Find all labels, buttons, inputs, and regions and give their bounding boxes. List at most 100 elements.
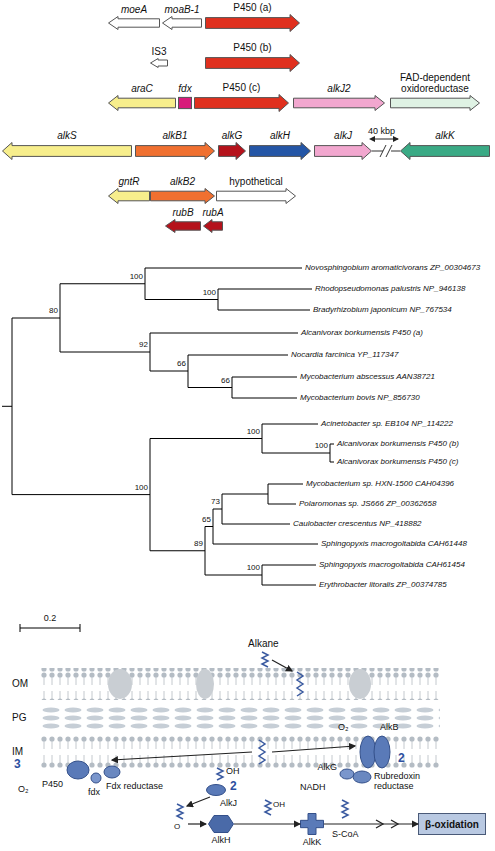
- callout-number: 2: [230, 780, 237, 794]
- gene-label: gntR: [118, 176, 139, 187]
- text-label: O: [174, 822, 180, 831]
- gene-arrow: [109, 96, 176, 111]
- gene-arrow: alkJ: [314, 142, 372, 160]
- gene-arrow: FAD-dependent oxidoreductase: [390, 95, 480, 111]
- text-label: 40 kbp: [368, 126, 395, 136]
- gene-arrow: [166, 220, 201, 233]
- bootstrap-value: 100: [247, 427, 260, 436]
- taxon-label: Alcanivorax borkumensis P450 (a): [301, 328, 423, 337]
- text-label: P450: [42, 779, 63, 789]
- node-outline: [194, 94, 289, 112]
- bootstrap-value: 92: [139, 340, 148, 349]
- taxon-label: Mycobacterium bovis NP_856730: [300, 393, 420, 402]
- gene-arrow: gntR: [108, 188, 150, 204]
- gene-arrow: [217, 189, 296, 204]
- gene-label: araC: [131, 83, 153, 94]
- gene-arrow: araC: [108, 95, 176, 111]
- gene-arrow: [294, 96, 385, 111]
- gene-label: alkH: [270, 130, 290, 141]
- taxon-label: Mycobacterium sp. HXN-1500 CAH04396: [306, 479, 454, 488]
- node-outline: [150, 58, 168, 68]
- gene-arrow: alkK: [400, 142, 490, 160]
- taxon-label: Bradyrhizobium japonicum NP_767534: [313, 305, 452, 314]
- gene-arrow: [163, 17, 202, 30]
- gene-arrow: alkH: [249, 142, 311, 160]
- text-label: IM: [12, 746, 23, 758]
- gene-arrow: [206, 55, 300, 72]
- text-label: OH: [226, 766, 240, 776]
- gene-arrow: alkG: [218, 142, 246, 160]
- enzyme-cross: [301, 814, 324, 835]
- node-outline: [150, 188, 215, 204]
- gene-label: alkJ2: [327, 83, 350, 94]
- gene-arrow: [391, 96, 480, 111]
- node-outline: [108, 188, 150, 204]
- gene-arrow: [136, 143, 215, 160]
- bootstrap-value: 65: [202, 515, 211, 524]
- node-outline: [293, 95, 385, 111]
- gene-arrow: P450 (c): [194, 94, 289, 112]
- node-outline: [208, 815, 234, 833]
- gene-arrow: fdx: [178, 95, 192, 111]
- node-outline: [135, 142, 215, 160]
- gene-arrow: [250, 143, 311, 160]
- gene-arrow: alkJ2: [293, 95, 385, 111]
- text-label: fdx: [88, 787, 100, 797]
- text-label: O₂: [338, 722, 349, 732]
- gene-label: rubB: [172, 207, 193, 218]
- text-label: O₂: [18, 784, 29, 794]
- box-label: β-oxidation: [418, 813, 486, 835]
- bootstrap-value: 100: [135, 483, 148, 492]
- enzyme-hexagon: [209, 816, 234, 833]
- gene-label: P450 (c): [223, 82, 261, 93]
- text-label: PG: [12, 712, 26, 724]
- node-outline: [108, 16, 160, 30]
- taxon-label: Caulobacter crescentus NP_418882: [293, 519, 422, 528]
- node-outline: [218, 142, 246, 160]
- taxon-label: Acinetobacter sp. EB104 NP_114222: [321, 419, 453, 428]
- taxon-label: Nocardia farcinica YP_117347: [291, 350, 398, 359]
- pathway-box: β-oxidation: [418, 813, 486, 835]
- text-label: NADH: [300, 782, 326, 792]
- taxon-label: Polaromonas sp. JS666 ZP_00362658: [299, 499, 436, 508]
- gene-arrow: rubB: [165, 219, 201, 233]
- node-outline: [205, 14, 300, 32]
- gene-label: fdx: [178, 83, 191, 94]
- node-outline: [162, 16, 202, 30]
- process-box: [419, 814, 486, 835]
- gene-arrow: rubA: [203, 219, 223, 233]
- gene-label: alkB2: [170, 176, 195, 187]
- bootstrap-value: 80: [49, 306, 58, 315]
- node-outline: [165, 219, 201, 233]
- gene-label: moeA: [121, 4, 147, 15]
- bootstrap-value: 100: [247, 563, 260, 572]
- gene-arrow: [401, 143, 490, 160]
- text-label: OH: [273, 800, 285, 809]
- gene-arrow: [3, 143, 132, 160]
- callout-number: 3: [14, 758, 21, 772]
- bootstrap-value: 73: [211, 497, 220, 506]
- gene-arrow: alkB1: [135, 142, 215, 160]
- node-outline: [206, 784, 226, 796]
- node-outline: [314, 142, 372, 160]
- enzyme-label: AlkH: [211, 835, 230, 845]
- enzyme-shape: AlkK: [300, 813, 324, 835]
- node-outline: [249, 142, 311, 160]
- gene-arrow: [206, 15, 300, 32]
- text-label: AlkG: [317, 762, 337, 772]
- enzyme-label: AlkK: [303, 837, 322, 847]
- gene-arrow: alkB2: [150, 188, 215, 204]
- gene-arrow: [219, 143, 246, 160]
- gene-label: alkG: [222, 130, 243, 141]
- text-label: OM: [12, 678, 28, 690]
- node-outline: [178, 95, 192, 111]
- gene-arrow: P450 (a): [205, 14, 300, 32]
- bootstrap-value: 100: [315, 441, 328, 450]
- text-label: S-CoA: [332, 829, 359, 839]
- bootstrap-value: 100: [130, 272, 143, 281]
- taxon-label: Mycobacterium abscessus AAN38721: [300, 372, 435, 381]
- gene-label: P450 (b): [233, 42, 271, 53]
- gene-arrow: [151, 59, 168, 68]
- node-outline: [205, 54, 300, 72]
